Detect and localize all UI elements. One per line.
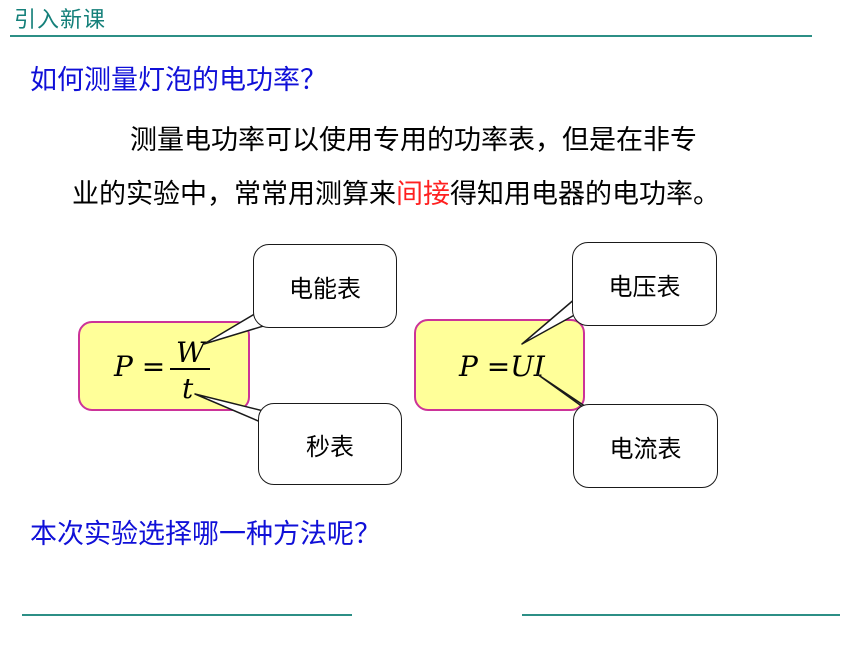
question-method: 本次实验选择哪一种方法呢？ (30, 519, 381, 550)
paragraph-line-1: 测量电功率可以使用专用的功率表，但是在非专 (130, 125, 697, 156)
section-title: 引入新课 (14, 8, 107, 33)
paragraph-line-2-suffix: 得知用电器的电功率。 (450, 179, 720, 210)
fraction-bar (170, 368, 210, 370)
callout-energy-meter: 电能表 (253, 244, 397, 328)
formula-left-numerator: W (176, 336, 205, 369)
paragraph-line-2: 业的实验中，常常用测算来间接得知用电器的电功率。 (72, 172, 720, 211)
footer-line-right (522, 614, 840, 616)
formula-left-lhs: P = (114, 350, 166, 383)
footer-line-left (22, 614, 352, 616)
callout-ammeter: 电流表 (573, 404, 718, 488)
formula-left-denominator: t (182, 372, 194, 405)
paragraph-line-2-prefix: 业的实验中，常常用测算来 (72, 179, 396, 210)
callout-voltmeter: 电压表 (572, 242, 717, 326)
callout-stopwatch: 秒表 (258, 403, 402, 485)
question-heading: 如何测量灯泡的电功率？ (30, 65, 327, 96)
formula-box-right (414, 319, 585, 411)
header-divider (10, 35, 812, 37)
highlight-indirect: 间接 (396, 179, 450, 210)
formula-right: P =UI (459, 350, 545, 383)
